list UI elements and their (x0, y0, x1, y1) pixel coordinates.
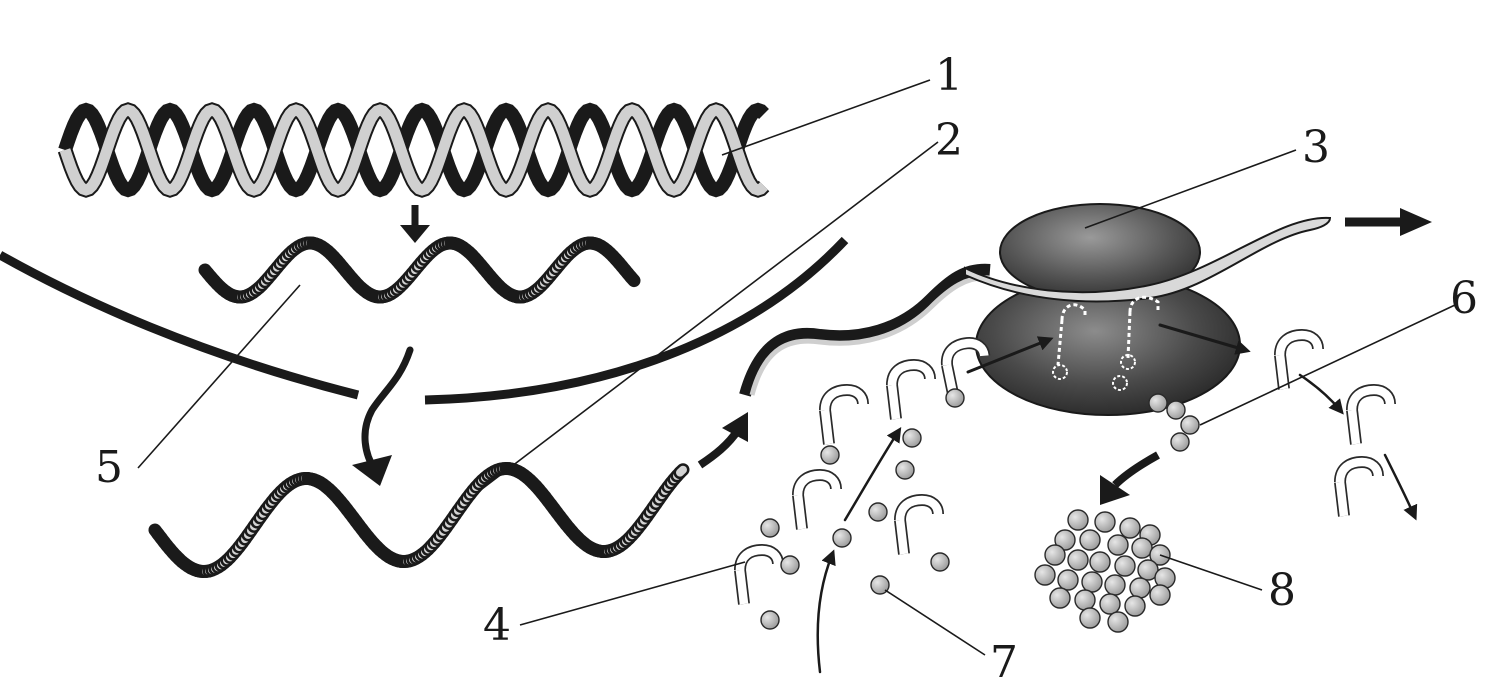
protein-cluster (1034, 509, 1176, 633)
label-4: 4 (483, 600, 511, 651)
transcription-arrow (400, 205, 430, 243)
protein-release-arrow (1100, 451, 1160, 505)
ribosome (964, 203, 1332, 416)
dna-double-helix (57, 102, 770, 198)
label-2: 2 (935, 115, 963, 166)
label-5: 5 (95, 442, 123, 493)
export-arrow (352, 346, 414, 486)
leader-lines (137, 79, 1456, 656)
label-7: 7 (990, 637, 1018, 685)
label-3: 3 (1302, 122, 1330, 173)
polypeptide-chain (1148, 393, 1200, 452)
mrna-strand-cytoplasm (148, 462, 690, 578)
mrna-ribbon-to-ribosome (739, 263, 991, 397)
protein-output-arrow (1345, 208, 1432, 236)
label-6: 6 (1450, 273, 1478, 324)
amino-acids (760, 388, 965, 630)
nuclear-envelope (0, 236, 849, 405)
label-1: 1 (935, 50, 963, 101)
mrna-strand-nucleus (198, 236, 641, 304)
label-8: 8 (1268, 565, 1296, 616)
mrna-to-ribosome-arrow (697, 412, 748, 469)
cytoplasm-arrows (816, 373, 1418, 674)
